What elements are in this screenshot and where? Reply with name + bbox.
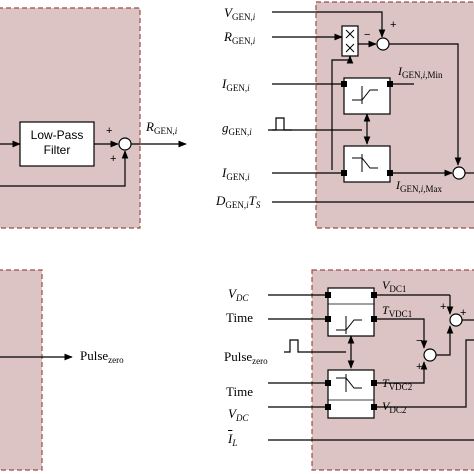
dgen-ts-label: DGEN,iTS	[216, 193, 261, 211]
sum-minus-br: −	[416, 335, 423, 347]
time1-label: Time	[226, 310, 253, 325]
sum-plus-br-c: +	[416, 361, 423, 373]
sum-b-output-line	[436, 325, 454, 356]
sum-junction-right	[452, 166, 466, 180]
square-wave-icon-bottom	[284, 339, 306, 353]
vdc2-output-line	[377, 339, 474, 408]
igen-max-label: IGEN,i,Max	[396, 178, 443, 194]
vdc1-label: VDC1	[382, 278, 407, 294]
sum-plus-top-right: +	[390, 19, 397, 31]
pulse-zero-output-label: Pulsezero	[80, 348, 124, 366]
vdc-in2-label: VDC	[228, 406, 249, 424]
vdc-in1-label: VDC	[228, 286, 249, 304]
sample-hold-icon-upper	[352, 86, 378, 104]
vgen-line	[272, 11, 386, 38]
limiter-block-bottom-lower	[327, 369, 375, 419]
il-label: IL	[228, 431, 238, 449]
tvdc1-label: TVDC1	[382, 303, 413, 319]
sum-plus-br-b: +	[460, 307, 467, 319]
sum-plus-br-a: +	[440, 301, 447, 313]
rgen-output-label: RGEN,i	[146, 119, 178, 137]
rgen-label: RGEN,i	[224, 29, 256, 47]
tvdc2-line	[377, 361, 428, 384]
panel-bottom-left	[0, 269, 43, 471]
sum-plus-bottom-left: +	[110, 153, 117, 165]
panel-top-right	[315, 1, 474, 229]
sum-minus-top-right: −	[364, 29, 371, 41]
vgen-label: VGEN,i	[224, 5, 256, 23]
igen-min-label: IGEN,i,Min	[398, 64, 443, 80]
limiter-block-bottom-upper	[327, 287, 375, 337]
multiplier-block	[341, 25, 359, 57]
sum-plus-top-left: +	[106, 125, 113, 137]
igen1-label: IGEN,i	[222, 76, 250, 94]
panel-top-left	[0, 7, 141, 229]
feedback-line-top-left	[0, 150, 129, 187]
limiter-block-upper	[343, 77, 391, 115]
sum-output-line	[389, 43, 462, 166]
vdc2-label: VDC2	[382, 399, 407, 415]
sum-junction-top-left	[118, 137, 132, 151]
square-wave-icon-top	[268, 117, 292, 131]
tvdc1-line	[377, 318, 428, 349]
multiply-icon-2	[345, 43, 355, 53]
sample-hold-icon-bu	[336, 316, 362, 334]
time2-label: Time	[226, 384, 253, 399]
tvdc2-label: TVDC2	[382, 376, 413, 392]
multiply-icon-1	[345, 29, 355, 39]
sum-junction-bottom-right-b	[423, 348, 437, 362]
sum-junction-top-right	[376, 37, 390, 51]
igen2-label: IGEN,i	[222, 165, 250, 183]
sample-hold-icon-lower	[352, 154, 378, 172]
sample-hold-icon-bl	[336, 374, 362, 392]
pulse-zero-input-label: Pulsezero	[224, 349, 268, 367]
ggen-label: gGEN,i	[222, 120, 252, 138]
mult-feedback-line	[331, 55, 354, 170]
